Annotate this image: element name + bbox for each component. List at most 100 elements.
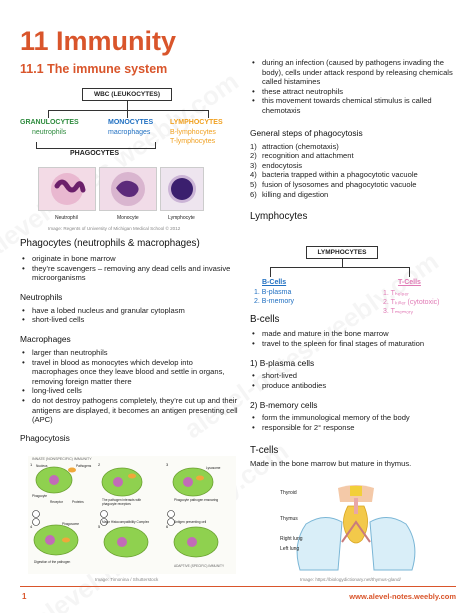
neutrophils-label: neutrophils bbox=[32, 129, 67, 136]
connector bbox=[270, 267, 271, 277]
phagocytosis-credit: Image: Timonina / Shutterstock bbox=[95, 577, 159, 582]
diagram-label: Phagocyte pathogen ensnaring bbox=[174, 498, 219, 502]
neutrophils-list: have a lobed nucleus and granular cytopl… bbox=[20, 306, 240, 325]
phagocytosis-diagram: INNATE (NONSPECIFIC) IMMUNITY 1 2 3 4 5 … bbox=[28, 456, 236, 574]
step-text: endocytosis bbox=[262, 160, 303, 170]
footer-link[interactable]: www.alevel-notes.weebly.com bbox=[349, 592, 456, 601]
b-plasma-heading: 1) B-plasma cells bbox=[250, 358, 315, 369]
step-number: 4 bbox=[30, 524, 33, 529]
list-item: they’re scavengers – removing any dead c… bbox=[20, 264, 240, 283]
thymus-label: Thymus bbox=[280, 516, 298, 522]
list-item: larger than neutrophils bbox=[20, 348, 240, 358]
connector bbox=[48, 110, 49, 118]
histamine-list: during an infection (caused by pathogens… bbox=[250, 58, 462, 116]
step-text: fusion of lysosomes and phagocytotic vac… bbox=[262, 179, 417, 189]
b-memory-list: form the immunological memory of the bod… bbox=[250, 413, 462, 432]
diagram-label: Antigen presenting cell bbox=[174, 520, 207, 524]
connector bbox=[127, 101, 128, 111]
wbc-root-box: WBC (LEUKOCYTES) bbox=[82, 88, 172, 101]
step-num: 3) bbox=[250, 160, 257, 170]
b-memory-item: 2. B-memory bbox=[254, 298, 295, 305]
list-item: made and mature in the bone marrow bbox=[250, 329, 462, 339]
connector bbox=[409, 267, 410, 277]
neutrophil-image bbox=[38, 167, 96, 211]
step-number: 2 bbox=[98, 462, 101, 467]
macrophages-label: macrophages bbox=[108, 129, 151, 136]
t-helper-item: 1. Tₕₑₗₚₑᵣ bbox=[383, 290, 409, 297]
diagram-label: ADAPTIVE (SPECIFIC) IMMUNITY bbox=[174, 564, 225, 568]
list-item: do not destroy pathogens completely, the… bbox=[20, 396, 240, 425]
list-item: produce antibodies bbox=[250, 381, 462, 391]
lymphocytes-root-box: LYMPHOCYTES bbox=[306, 246, 378, 259]
b-plasma-item: 1. B-plasma bbox=[254, 289, 292, 296]
step-num: 2) bbox=[250, 151, 257, 161]
t-cells-title: T-Cells bbox=[398, 279, 421, 286]
step-text: killing and digestion bbox=[262, 189, 329, 199]
general-steps-list: 1) attraction (chemotaxis) 2)recognition … bbox=[250, 142, 462, 200]
t-cells-text: Made in the bone marrow but mature in th… bbox=[250, 458, 412, 468]
list-item: during an infection (caused by pathogens… bbox=[250, 58, 462, 87]
left-lung-label: Left lung bbox=[280, 546, 300, 552]
diagram-label: The pathogen interacts with phagocyte re… bbox=[102, 498, 142, 506]
monocytes-title: MONOCYTES bbox=[108, 119, 154, 126]
diagram-label: Pathogens bbox=[76, 464, 92, 468]
connector bbox=[270, 267, 410, 268]
diagram-label: Nucleus bbox=[36, 464, 48, 468]
t-killer-item: 2. Tₖᵢₗₗₑᵣ (cytotoxic) bbox=[383, 299, 440, 306]
step-num: 4) bbox=[250, 170, 257, 180]
t-cells-heading: T-cells bbox=[250, 444, 279, 456]
t-lymphocytes-label: T-lymphocytes bbox=[170, 138, 216, 145]
connector bbox=[342, 259, 343, 267]
step-num: 6) bbox=[250, 189, 257, 199]
thymus-diagram: Thyroid Thymus Right lung Left lung bbox=[276, 484, 436, 576]
diagram-label: Digestion of the pathogen bbox=[34, 560, 71, 564]
step-number: 3 bbox=[166, 462, 169, 467]
phagocytosis-heading: Phagocytosis bbox=[20, 432, 70, 443]
b-cells-heading: B-cells bbox=[250, 314, 280, 325]
diagram-title: INNATE (NONSPECIFIC) IMMUNITY bbox=[32, 457, 92, 461]
step-text: bacteria trapped within a phagocytotic v… bbox=[262, 170, 418, 180]
step-number: 5 bbox=[98, 524, 101, 529]
footer-divider bbox=[20, 586, 456, 587]
list-item: form the immunological memory of the bod… bbox=[250, 413, 462, 423]
list-item: short-lived bbox=[250, 371, 462, 381]
list-item: travel in blood as monocytes which devel… bbox=[20, 358, 240, 387]
step-number: 6 bbox=[166, 524, 169, 529]
b-lymphocytes-label: B-lymphocytes bbox=[170, 129, 216, 136]
page-title: 11 Immunity bbox=[20, 26, 177, 56]
step-num: 1) bbox=[250, 141, 257, 151]
list-item: 5)fusion of lysosomes and phagocytotic v… bbox=[250, 180, 462, 190]
neutrophils-heading: Neutrophils bbox=[20, 291, 63, 302]
image-credit: Image: Regents of University of Michigan… bbox=[48, 226, 181, 231]
list-item: these attract neutrophils bbox=[250, 87, 462, 97]
granulocytes-title: GRANULOCYTES bbox=[20, 119, 79, 126]
bracket bbox=[36, 148, 156, 149]
b-cells-title: B-Cells bbox=[262, 279, 287, 286]
list-item: 2)recognition and attachment bbox=[250, 151, 462, 161]
step-number: 1 bbox=[30, 462, 33, 467]
b-cells-list: made and mature in the bone marrow trave… bbox=[250, 329, 462, 348]
b-memory-heading: 2) B-memory cells bbox=[250, 400, 318, 411]
diagram-label: Proteins bbox=[72, 500, 84, 504]
diagram-label: Major Histocompatibility Complex bbox=[102, 520, 150, 524]
list-item: this movement towards chemical stimulus … bbox=[250, 96, 462, 115]
list-item: originate in bone marrow bbox=[20, 254, 240, 264]
list-item: 1) attraction (chemotaxis) bbox=[250, 142, 462, 152]
monocyte-image bbox=[99, 167, 157, 211]
b-plasma-list: short-lived produce antibodies bbox=[250, 371, 462, 390]
thymus-credit: Image: https://biologydictionary.net/thy… bbox=[300, 577, 401, 582]
thyroid-label: Thyroid bbox=[280, 490, 297, 496]
step-text: attraction (chemotaxis) bbox=[262, 141, 339, 151]
general-steps-heading: General steps of phagocytosis bbox=[250, 127, 363, 138]
neutrophil-caption: Neutrophil bbox=[55, 215, 78, 221]
diagram-label: Lysosome bbox=[206, 466, 221, 470]
phagocytes-list: originate in bone marrow they’re scaveng… bbox=[20, 254, 240, 283]
connector bbox=[48, 110, 208, 111]
list-item: 4) bacteria trapped within a phagocytotic… bbox=[250, 170, 462, 180]
connector bbox=[208, 110, 209, 118]
page-number: 1 bbox=[22, 592, 27, 601]
diagram-label: Phagocyte bbox=[32, 494, 48, 498]
phagocytes-heading: Phagocytes (neutrophils & macrophages) bbox=[20, 238, 200, 249]
t-memory-item: 3. Tₘₑₘₒᵣᵧ bbox=[383, 308, 413, 315]
list-item: responsible for 2° response bbox=[250, 423, 462, 433]
